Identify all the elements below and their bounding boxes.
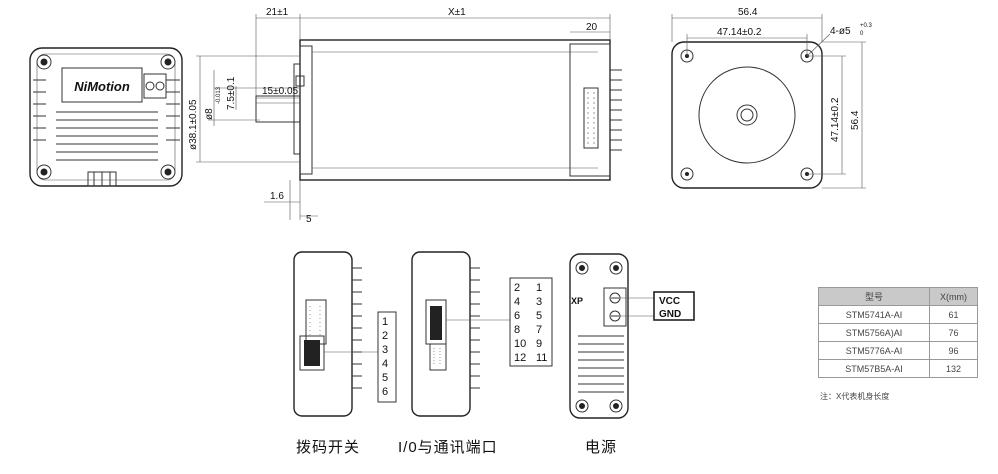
- power-fins: [578, 335, 624, 393]
- cell-x: 76: [929, 323, 978, 342]
- dim-hole-tol-low: 0: [860, 31, 864, 37]
- io-port-view: 2 1 4 3 6 5 8 7 10 9 12 11: [411, 251, 553, 417]
- dip-pin: 6: [382, 386, 388, 398]
- cell-x: 96: [929, 341, 978, 360]
- table-note: 注：X代表机身长度: [820, 392, 890, 401]
- rear-view: 56.4 47.14±0.2 4-ø5 +0.3 0 47.14±0.2 56.…: [671, 7, 873, 189]
- cell-model: STM5741A-AI: [818, 305, 930, 324]
- dim-hole-pitch-v: 47.14±0.2: [830, 97, 841, 142]
- dim-connector-w: 20: [586, 22, 598, 33]
- dip-fins: [352, 267, 362, 389]
- cell-model: STM5756A)AI: [818, 323, 930, 342]
- dip-pin: 2: [382, 330, 388, 342]
- header-model: 型号: [818, 287, 930, 306]
- table-header-row: 型号 X(mm): [818, 287, 978, 306]
- dim-hole-tol: +0.3: [860, 23, 873, 29]
- dim-shaft-key: 7.5±0.1: [226, 76, 237, 110]
- side-fins: [610, 69, 622, 151]
- model-table: 型号 X(mm) STM5741A-AI 61 STM5756A)AI 76 S…: [818, 287, 978, 378]
- io-pin-right: 5: [536, 310, 542, 322]
- dim-boss-h: 1.6: [270, 191, 284, 202]
- table-row: STM57B5A-AI 132: [818, 359, 978, 378]
- io-pin-left: 6: [514, 310, 520, 322]
- dip-pin: 3: [382, 344, 388, 356]
- dim-body-len: X±1: [448, 7, 466, 18]
- dim-shaft-len: 15±0.05: [262, 86, 299, 97]
- dim-flange-t: 5: [306, 214, 312, 225]
- side-view: 21±1 X±1 20 ø38.1±0.05 ø8 -0.013 7.5±0.1…: [188, 7, 622, 225]
- table-row: STM5741A-AI 61: [818, 305, 978, 324]
- cell-x: 61: [929, 305, 978, 324]
- dim-flange-len: 21±1: [266, 7, 289, 18]
- cell-model: STM5776A-AI: [818, 341, 930, 360]
- mounting-hole-icon: [575, 261, 623, 413]
- table-row: STM5776A-AI 96: [818, 341, 978, 360]
- power-vcc-label: VCC: [659, 296, 680, 307]
- io-pin-left: 2: [514, 282, 520, 294]
- power-caption: 电源: [585, 439, 618, 456]
- io-pin-right: 11: [536, 352, 547, 364]
- io-pin-left: 12: [514, 352, 526, 364]
- front-view: NiMotion: [29, 47, 183, 187]
- io-pin-right: 3: [536, 296, 542, 308]
- brand-logo: NiMotion: [74, 79, 130, 94]
- io-pin-left: 10: [514, 338, 526, 350]
- power-gnd-label: GND: [659, 309, 681, 320]
- dip-pin: 1: [382, 316, 388, 328]
- io-pin-right: 9: [536, 338, 542, 350]
- io-pin-right: 7: [536, 324, 542, 336]
- mounting-hole-icon: [36, 54, 176, 180]
- heatsink-fins: [33, 79, 180, 161]
- table-row: STM5756A)AI 76: [818, 323, 978, 342]
- dim-hole-spec: 4-ø5: [830, 26, 851, 37]
- dim-shaft-dia: ø8: [204, 108, 215, 120]
- io-pin-right: 1: [536, 282, 542, 294]
- io-port-caption: I/0与通讯端口: [398, 439, 498, 456]
- cell-model: STM57B5A-AI: [818, 359, 930, 378]
- io-pin-left: 4: [514, 296, 520, 308]
- housing-mark: XP: [571, 296, 583, 306]
- power-view: XP VCC GND: [569, 253, 695, 419]
- io-pin-left: 8: [514, 324, 520, 336]
- io-fins: [470, 267, 480, 389]
- dip-switch-view: 1 2 3 4 5 6: [293, 251, 397, 417]
- dim-shaft-tol: -0.013: [216, 86, 222, 104]
- dip-pin: 5: [382, 372, 388, 384]
- header-x: X(mm): [929, 287, 978, 306]
- dim-boss-dia: ø38.1±0.05: [188, 99, 199, 150]
- dim-rear-height: 56.4: [850, 110, 861, 130]
- dip-pin: 4: [382, 358, 388, 370]
- dip-switch-caption: 拨码开关: [296, 439, 361, 456]
- dim-hole-pitch-h: 47.14±0.2: [717, 27, 762, 38]
- dim-rear-width: 56.4: [738, 7, 758, 18]
- cell-x: 132: [929, 359, 978, 378]
